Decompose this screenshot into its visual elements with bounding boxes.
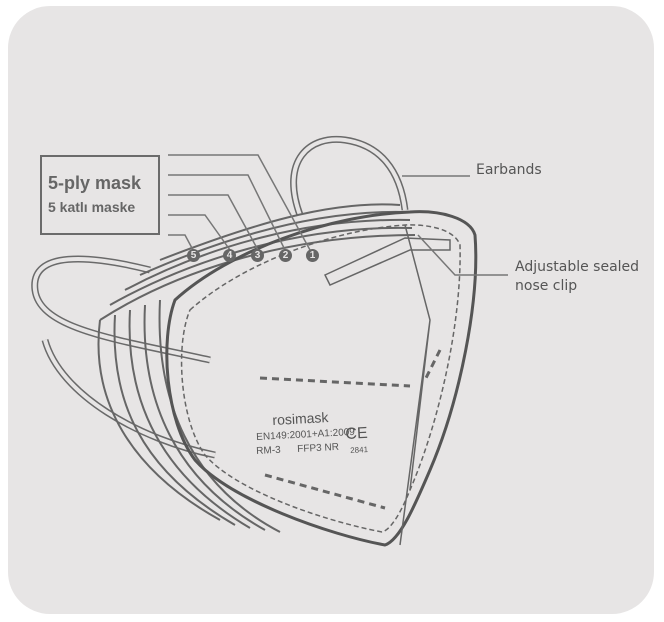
nose-clip-label-line2: nose clip	[515, 278, 578, 294]
ply-label-box	[40, 155, 160, 235]
nose-clip-label-line1: Adjustable sealed	[515, 259, 640, 275]
layer-2-marker: 2	[279, 249, 292, 262]
layer-5-marker: 5	[187, 249, 200, 262]
layer-4-marker: 4	[223, 249, 236, 262]
layer-1-marker: 1	[306, 249, 319, 262]
earbands-label: Earbands	[476, 162, 542, 178]
notified-body-print: 2841	[350, 445, 369, 455]
class-print: FFP3 NR	[297, 441, 340, 455]
model-print: RM-3	[256, 444, 281, 457]
layer-3-marker: 3	[251, 249, 264, 262]
ply-title: 5-ply mask	[48, 173, 142, 193]
brand-print: rosimask	[272, 409, 329, 428]
ce-mark: CE	[345, 424, 369, 443]
ply-subtitle: 5 katlı maske	[48, 199, 136, 215]
